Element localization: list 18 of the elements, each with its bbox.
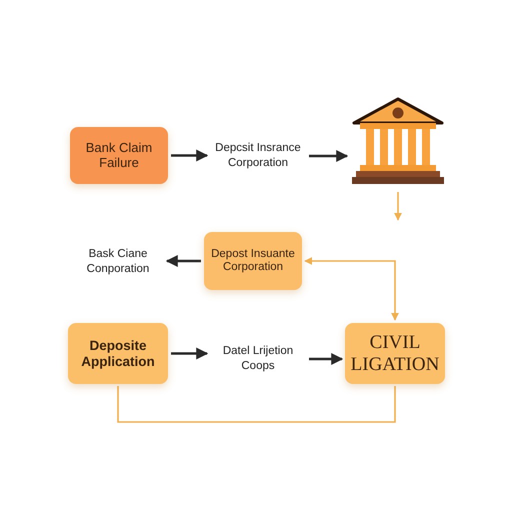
arrow: [309, 353, 344, 365]
box-label: Depost Insuante Corporation: [210, 248, 296, 274]
process-box: [70, 127, 168, 184]
box-label: Deposite Application: [80, 338, 156, 370]
text-label: Datel Lrijetion Coops: [222, 344, 294, 374]
process-box: [204, 232, 302, 290]
arrow: [166, 255, 201, 267]
box-label: CIVIL LIGATION: [350, 332, 440, 376]
process-box: [345, 323, 445, 384]
arrow: [394, 192, 402, 221]
box-label: Bank Claim Failure: [84, 140, 154, 170]
process-box: [68, 323, 168, 384]
arrow: [171, 348, 208, 360]
arrow: [304, 257, 399, 321]
arrow: [171, 150, 208, 162]
text-label: Bask Ciane Conporation: [86, 247, 150, 277]
text-label: Depcsit Insrance Corporation: [214, 141, 302, 171]
arrow: [309, 150, 348, 162]
